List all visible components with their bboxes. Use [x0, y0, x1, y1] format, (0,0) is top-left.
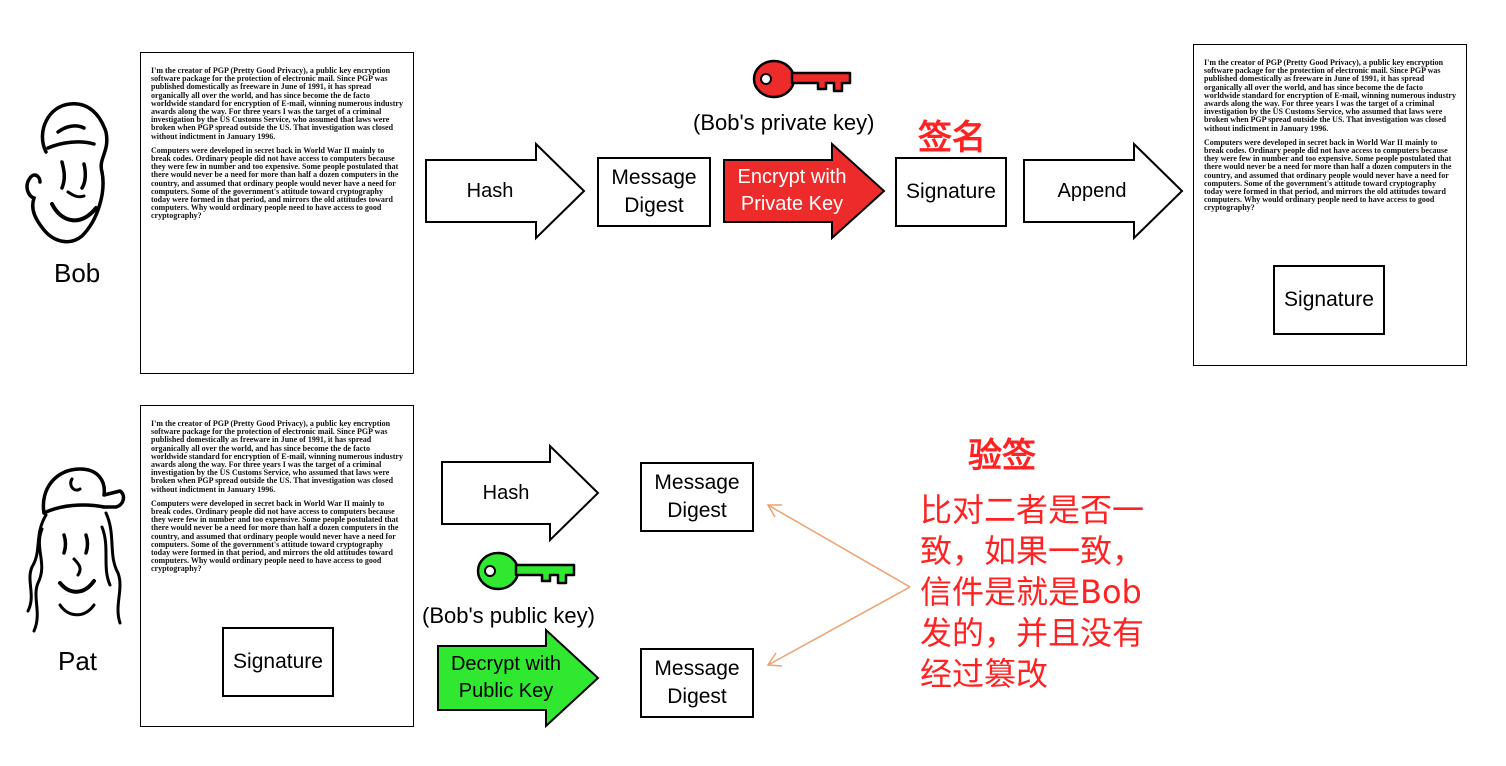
sign-title: 签名: [918, 118, 986, 158]
hash-arrow-bottom: Hash: [440, 443, 600, 543]
document-paragraph-1: I'm the creator of PGP (Pretty Good Priv…: [1204, 58, 1456, 133]
document-paragraph-2: Computers were developed in secret back …: [1204, 137, 1452, 213]
append-arrow: Append: [1022, 141, 1184, 241]
bob-avatar-icon: [18, 92, 118, 257]
compare-arrows: [760, 495, 920, 675]
private-key-icon: [752, 57, 854, 101]
bob-name: Bob: [54, 258, 101, 288]
message-digest-box-verify-bottom: Message Digest: [640, 648, 754, 718]
decrypt-label: Decrypt with Public Key: [450, 653, 562, 702]
bob-document: I'm the creator of PGP (Pretty Good Priv…: [140, 52, 414, 374]
message-digest-box-top: Message Digest: [597, 157, 711, 227]
pat-name: Pat: [58, 646, 98, 676]
document-paragraph-2: Computers were developed in secret back …: [151, 498, 399, 574]
hash-label-top: Hash: [466, 179, 514, 202]
public-key-caption: (Bob's public key): [422, 603, 595, 628]
signed-document-signature-box: Signature: [1273, 265, 1385, 335]
message-digest-box-verify-top: Message Digest: [640, 462, 754, 532]
document-paragraph-1: I'm the creator of PGP (Pretty Good Priv…: [151, 419, 403, 494]
public-key-icon: [476, 549, 578, 593]
pat-document-signature-box: Signature: [222, 627, 334, 697]
verify-title: 验签: [968, 436, 1036, 476]
document-paragraph-1: I'm the creator of PGP (Pretty Good Priv…: [151, 66, 403, 141]
document-paragraph-2: Computers were developed in secret back …: [151, 145, 399, 221]
pat-avatar-icon: [20, 455, 130, 645]
append-label: Append: [1057, 179, 1127, 202]
encrypt-arrow: Encrypt with Private Key: [722, 141, 886, 241]
verify-explanation: 比对二者是否一 致，如果一致， 信件是就是Bob 发的，并且没有 经过篡改: [920, 491, 1145, 693]
encrypt-label: Encrypt with Private Key: [737, 166, 847, 215]
decrypt-arrow: Decrypt with Public Key: [436, 627, 600, 729]
hash-label-bottom: Hash: [482, 481, 530, 504]
hash-arrow-top: Hash: [424, 141, 586, 241]
private-key-caption: (Bob's private key): [693, 110, 875, 135]
signature-box-top: Signature: [895, 157, 1007, 227]
